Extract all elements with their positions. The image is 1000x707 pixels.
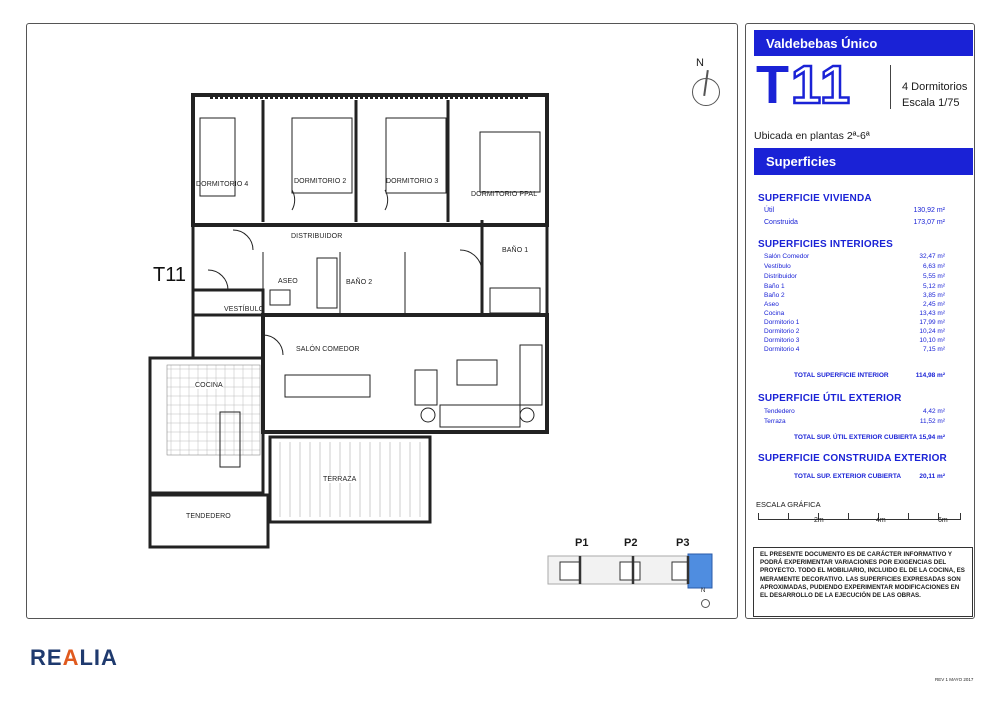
key-plan-north-label: N bbox=[701, 588, 706, 594]
key-plan-label-p1: P1 bbox=[575, 537, 589, 549]
drawing-scale: Escala 1/75 bbox=[902, 97, 960, 109]
floor-plan-frame bbox=[26, 23, 738, 619]
room-label-salon: SALÓN COMEDOR bbox=[296, 346, 360, 353]
unit-type-number: 11 bbox=[790, 55, 853, 116]
room-label-bano2: BAÑO 2 bbox=[346, 279, 373, 286]
scale-tick-2m: 2m bbox=[814, 517, 824, 524]
key-plan bbox=[547, 553, 713, 589]
unit-type-code: T11 bbox=[756, 55, 853, 116]
room-label-dormitorio3: DORMITORIO 3 bbox=[386, 178, 439, 185]
rooms-count: 4 Dormitorios bbox=[902, 81, 968, 93]
section-heading-vivienda: SUPERFICIE VIVIENDA bbox=[758, 193, 872, 204]
scale-bar-label: ESCALA GRÁFICA bbox=[756, 500, 821, 509]
disclaimer-box: El presente documento es de carácter inf… bbox=[753, 547, 973, 617]
room-label-cocina: COCINA bbox=[195, 382, 223, 389]
room-label-vestibulo: VESTÍBULO bbox=[224, 306, 265, 313]
north-label: N bbox=[696, 57, 704, 69]
realia-logo: REALIA bbox=[30, 645, 118, 670]
room-label-terraza: TERRAZA bbox=[323, 476, 357, 483]
unit-label: T11 bbox=[153, 264, 186, 286]
room-label-aseo: ASEO bbox=[278, 278, 298, 285]
room-label-dormitorio4: DORMITORIO 4 bbox=[196, 181, 249, 188]
location-floors: Ubicada en plantas 2ª-6ª bbox=[754, 130, 870, 142]
section-heading-interiores: SUPERFICIES INTERIORES bbox=[758, 239, 893, 250]
scale-tick-6m: 6m bbox=[938, 517, 948, 524]
room-label-distribuidor: DISTRIBUIDOR bbox=[291, 233, 343, 240]
scale-tick-4m: 4m bbox=[876, 517, 886, 524]
scale-bar bbox=[758, 513, 961, 520]
key-plan-highlight bbox=[687, 553, 713, 589]
project-title-bar: Valdebebas Único bbox=[754, 30, 973, 56]
room-label-dormitorio-ppal: DORMITORIO PPAL bbox=[471, 191, 538, 198]
section-heading-construida-exterior: SUPERFICIE CONSTRUIDA EXTERIOR bbox=[758, 453, 947, 464]
surfaces-title-bar: Superficies bbox=[754, 148, 973, 175]
key-plan-label-p3: P3 bbox=[676, 537, 690, 549]
revision-note: REV 1 MAYO 2017 bbox=[935, 677, 974, 682]
floor-plan-drawing bbox=[148, 93, 713, 589]
wall-outline-salon bbox=[261, 313, 549, 434]
room-label-bano1: BAÑO 1 bbox=[502, 247, 529, 254]
key-plan-compass-icon bbox=[701, 599, 710, 608]
header-divider bbox=[890, 65, 891, 109]
key-plan-label-p2: P2 bbox=[624, 537, 638, 549]
unit-type-letter: T bbox=[756, 55, 791, 115]
info-panel-frame bbox=[745, 23, 975, 619]
room-label-tendedero: TENDEDERO bbox=[186, 513, 231, 520]
room-label-dormitorio2: DORMITORIO 2 bbox=[294, 178, 347, 185]
wall-outline-bedrooms bbox=[191, 93, 549, 227]
section-heading-util-exterior: SUPERFICIE ÚTIL EXTERIOR bbox=[758, 393, 902, 404]
